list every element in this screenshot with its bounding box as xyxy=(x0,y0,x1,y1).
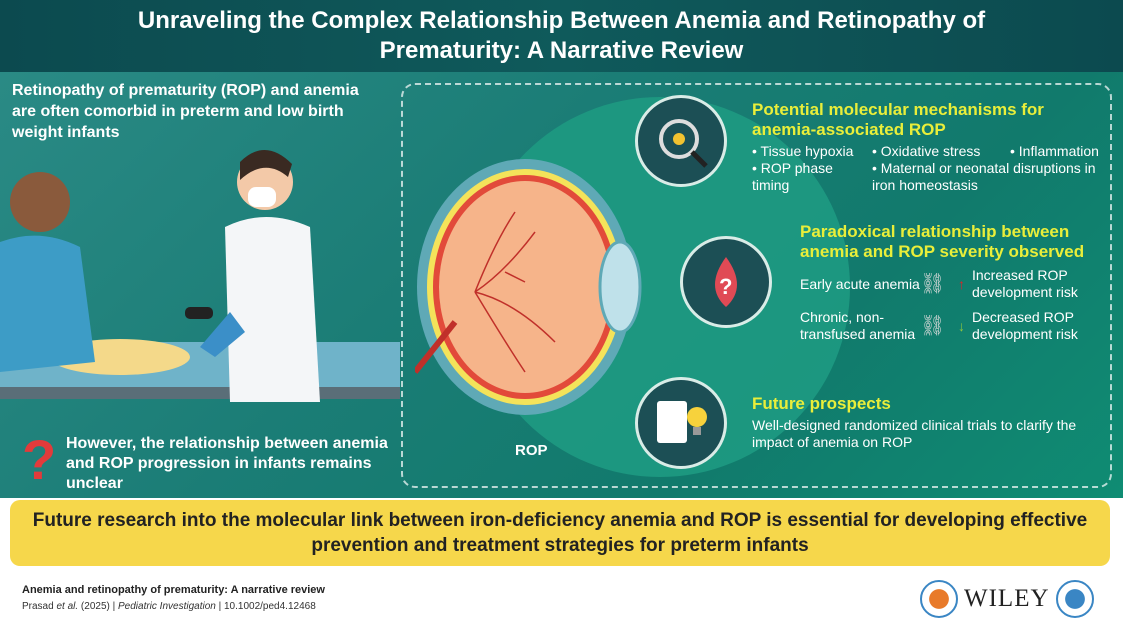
paradox-cause: Chronic, non-transfused anemia xyxy=(800,309,916,342)
arrow-up-icon: ↑ xyxy=(958,275,965,292)
conclusion-text: Future research into the molecular link … xyxy=(32,510,1088,556)
page-title: Unraveling the Complex Relationship Betw… xyxy=(137,7,986,64)
paradox-section: Paradoxical relationship between anemia … xyxy=(800,222,1100,343)
clinic-scene-illustration xyxy=(0,149,400,402)
intro-text: Retinopathy of prematurity (ROP) and ane… xyxy=(12,82,359,141)
eye-cross-section-illustration xyxy=(415,159,642,415)
question-mark-icon: ? xyxy=(22,428,57,491)
footer-title: Anemia and retinopathy of prematurity: A… xyxy=(22,584,325,596)
society-seal-logo xyxy=(920,580,958,618)
mechanism-item: • Oxidative stress xyxy=(872,143,981,159)
citation: Prasad et al. (2025) | Pediatric Investi… xyxy=(22,601,316,612)
clipboard-lightbulb-icon xyxy=(635,377,727,469)
paradox-effect: Decreased ROP development risk xyxy=(972,309,1078,342)
dna-magnifier-icon xyxy=(635,95,727,187)
arrow-down-icon: ↓ xyxy=(958,317,965,334)
citation-year: (2025) | xyxy=(78,601,118,612)
publisher-logos: WILEY xyxy=(920,580,1094,618)
mechanism-item: • ROP phase timing xyxy=(752,160,833,193)
future-text: Well-designed randomized clinical trials… xyxy=(752,417,1077,450)
future-section: Future prospects Well-designed randomize… xyxy=(752,394,1092,451)
paradox-cause: Early acute anemia xyxy=(800,275,920,292)
blood-drop-question-icon: ? xyxy=(680,236,772,328)
mechanism-item: • Tissue hypoxia xyxy=(752,143,854,159)
wiley-logo: WILEY xyxy=(964,585,1050,612)
svg-text:?: ? xyxy=(719,274,732,299)
mechanism-item: • Maternal or neonatal disruptions in ir… xyxy=(872,160,1096,193)
conclusion-banner: Future research into the molecular link … xyxy=(10,500,1110,566)
paradox-effect: Increased ROP development risk xyxy=(972,267,1078,300)
infographic-body: Retinopathy of prematurity (ROP) and ane… xyxy=(0,72,1123,498)
mechanisms-title: Potential molecular mechanisms for anemi… xyxy=(752,100,1044,139)
link-icon: ⛓ xyxy=(920,314,946,337)
mechanism-item: • Inflammation xyxy=(1010,143,1099,159)
citation-etal: et al. xyxy=(53,601,79,612)
findings-panel xyxy=(401,83,1112,488)
journal-seal-logo xyxy=(1055,580,1094,618)
citation-journal: Pediatric Investigation xyxy=(118,601,216,612)
citation-doi: | 10.1002/ped4.12468 xyxy=(215,601,316,612)
mechanisms-section: Potential molecular mechanisms for anemi… xyxy=(752,100,1102,194)
future-title: Future prospects xyxy=(752,394,891,413)
link-icon: ⛓ xyxy=(920,272,946,295)
citation-authors: Prasad xyxy=(22,601,54,612)
unclear-relationship-text: However, the relationship between anemia… xyxy=(66,435,388,492)
header: Unraveling the Complex Relationship Betw… xyxy=(0,0,1123,72)
eye-label: ROP xyxy=(515,442,548,459)
paradox-title: Paradoxical relationship between anemia … xyxy=(800,222,1085,261)
